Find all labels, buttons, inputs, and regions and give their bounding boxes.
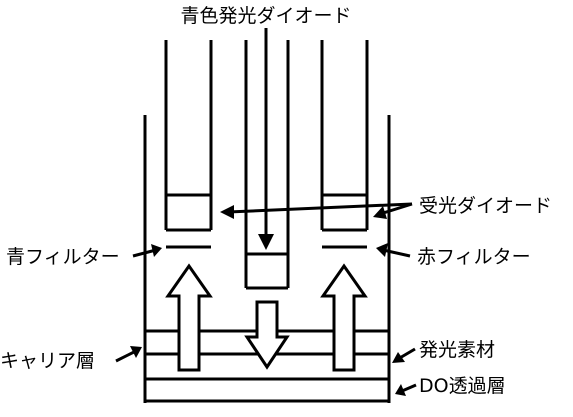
emitting-material-label: 発光素材 (419, 339, 495, 361)
receiver-diode-left (164, 40, 213, 232)
carrier-layer-pointer (115, 346, 142, 363)
led-pointer-arrow (258, 28, 274, 250)
blue-led-tube (244, 40, 290, 290)
blue-filter-label: 青フィルター (6, 246, 120, 268)
up-arrow-right (320, 263, 368, 372)
down-arrow-center (244, 300, 290, 370)
red-filter-pointer (376, 243, 411, 258)
receiver-diode-right (320, 40, 369, 232)
blue-led-label: 青色発光ダイオード (180, 5, 351, 27)
receiver-diode-pointers (220, 202, 413, 219)
red-filter-label: 赤フィルター (417, 246, 531, 268)
carrier-layer-label: キャリア層 (0, 350, 95, 372)
blue-filter-pointer (132, 244, 162, 258)
do-layer-pointer (395, 383, 417, 396)
do-transmissive-layer-label: DO透過層 (419, 375, 506, 397)
receiver-diode-label: 受光ダイオード (419, 195, 552, 217)
up-arrow-left (165, 263, 213, 372)
emitting-material-pointer (392, 347, 416, 363)
